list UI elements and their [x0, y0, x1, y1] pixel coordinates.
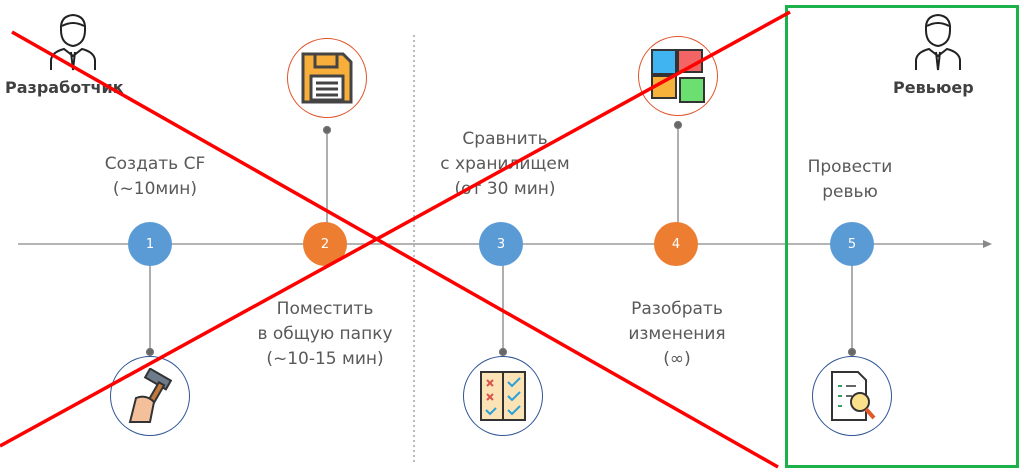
step-node-5: 5 [830, 222, 874, 266]
step-5-text: Провести ревью [800, 155, 900, 205]
hammer-hand-icon [110, 356, 190, 436]
checklist-icon [463, 356, 543, 436]
cross-line-1 [11, 30, 779, 469]
step-line: с хранилищем [440, 154, 570, 174]
step-line: изменения [628, 324, 726, 344]
step-line: (∞) [663, 349, 691, 369]
step-node-4: 4 [654, 222, 698, 266]
reviewer-highlight-box [785, 5, 1019, 468]
step-line: (~10-15 мин) [266, 349, 384, 369]
floppy-disk-icon [287, 38, 367, 118]
step-line: (~10мин) [112, 179, 198, 199]
developer-label: Разработчик [5, 78, 124, 97]
step-node-3: 3 [479, 222, 523, 266]
step-line: в общую папку [257, 324, 393, 344]
step-2-text: Поместить в общую папку (~10-15 мин) [235, 297, 415, 372]
document-review-icon [812, 356, 892, 436]
step-line: Создать CF [104, 154, 206, 174]
step-line: Провести [807, 157, 893, 177]
step-line: Сравнить [462, 129, 548, 149]
reviewer-label: Ревьюер [893, 78, 974, 97]
timeline-arrow-icon [983, 240, 992, 248]
step-node-1: 1 [128, 222, 172, 266]
step-line: ревью [822, 182, 878, 202]
puzzle-icon [638, 36, 718, 116]
step-1-text: Создать CF (~10мин) [75, 152, 235, 202]
step-line: Разобрать [631, 299, 723, 319]
step-4-text: Разобрать изменения (∞) [592, 297, 762, 372]
reviewer-person-icon [915, 13, 961, 71]
step-line: Поместить [276, 299, 374, 319]
cross-line-2 [0, 10, 791, 448]
